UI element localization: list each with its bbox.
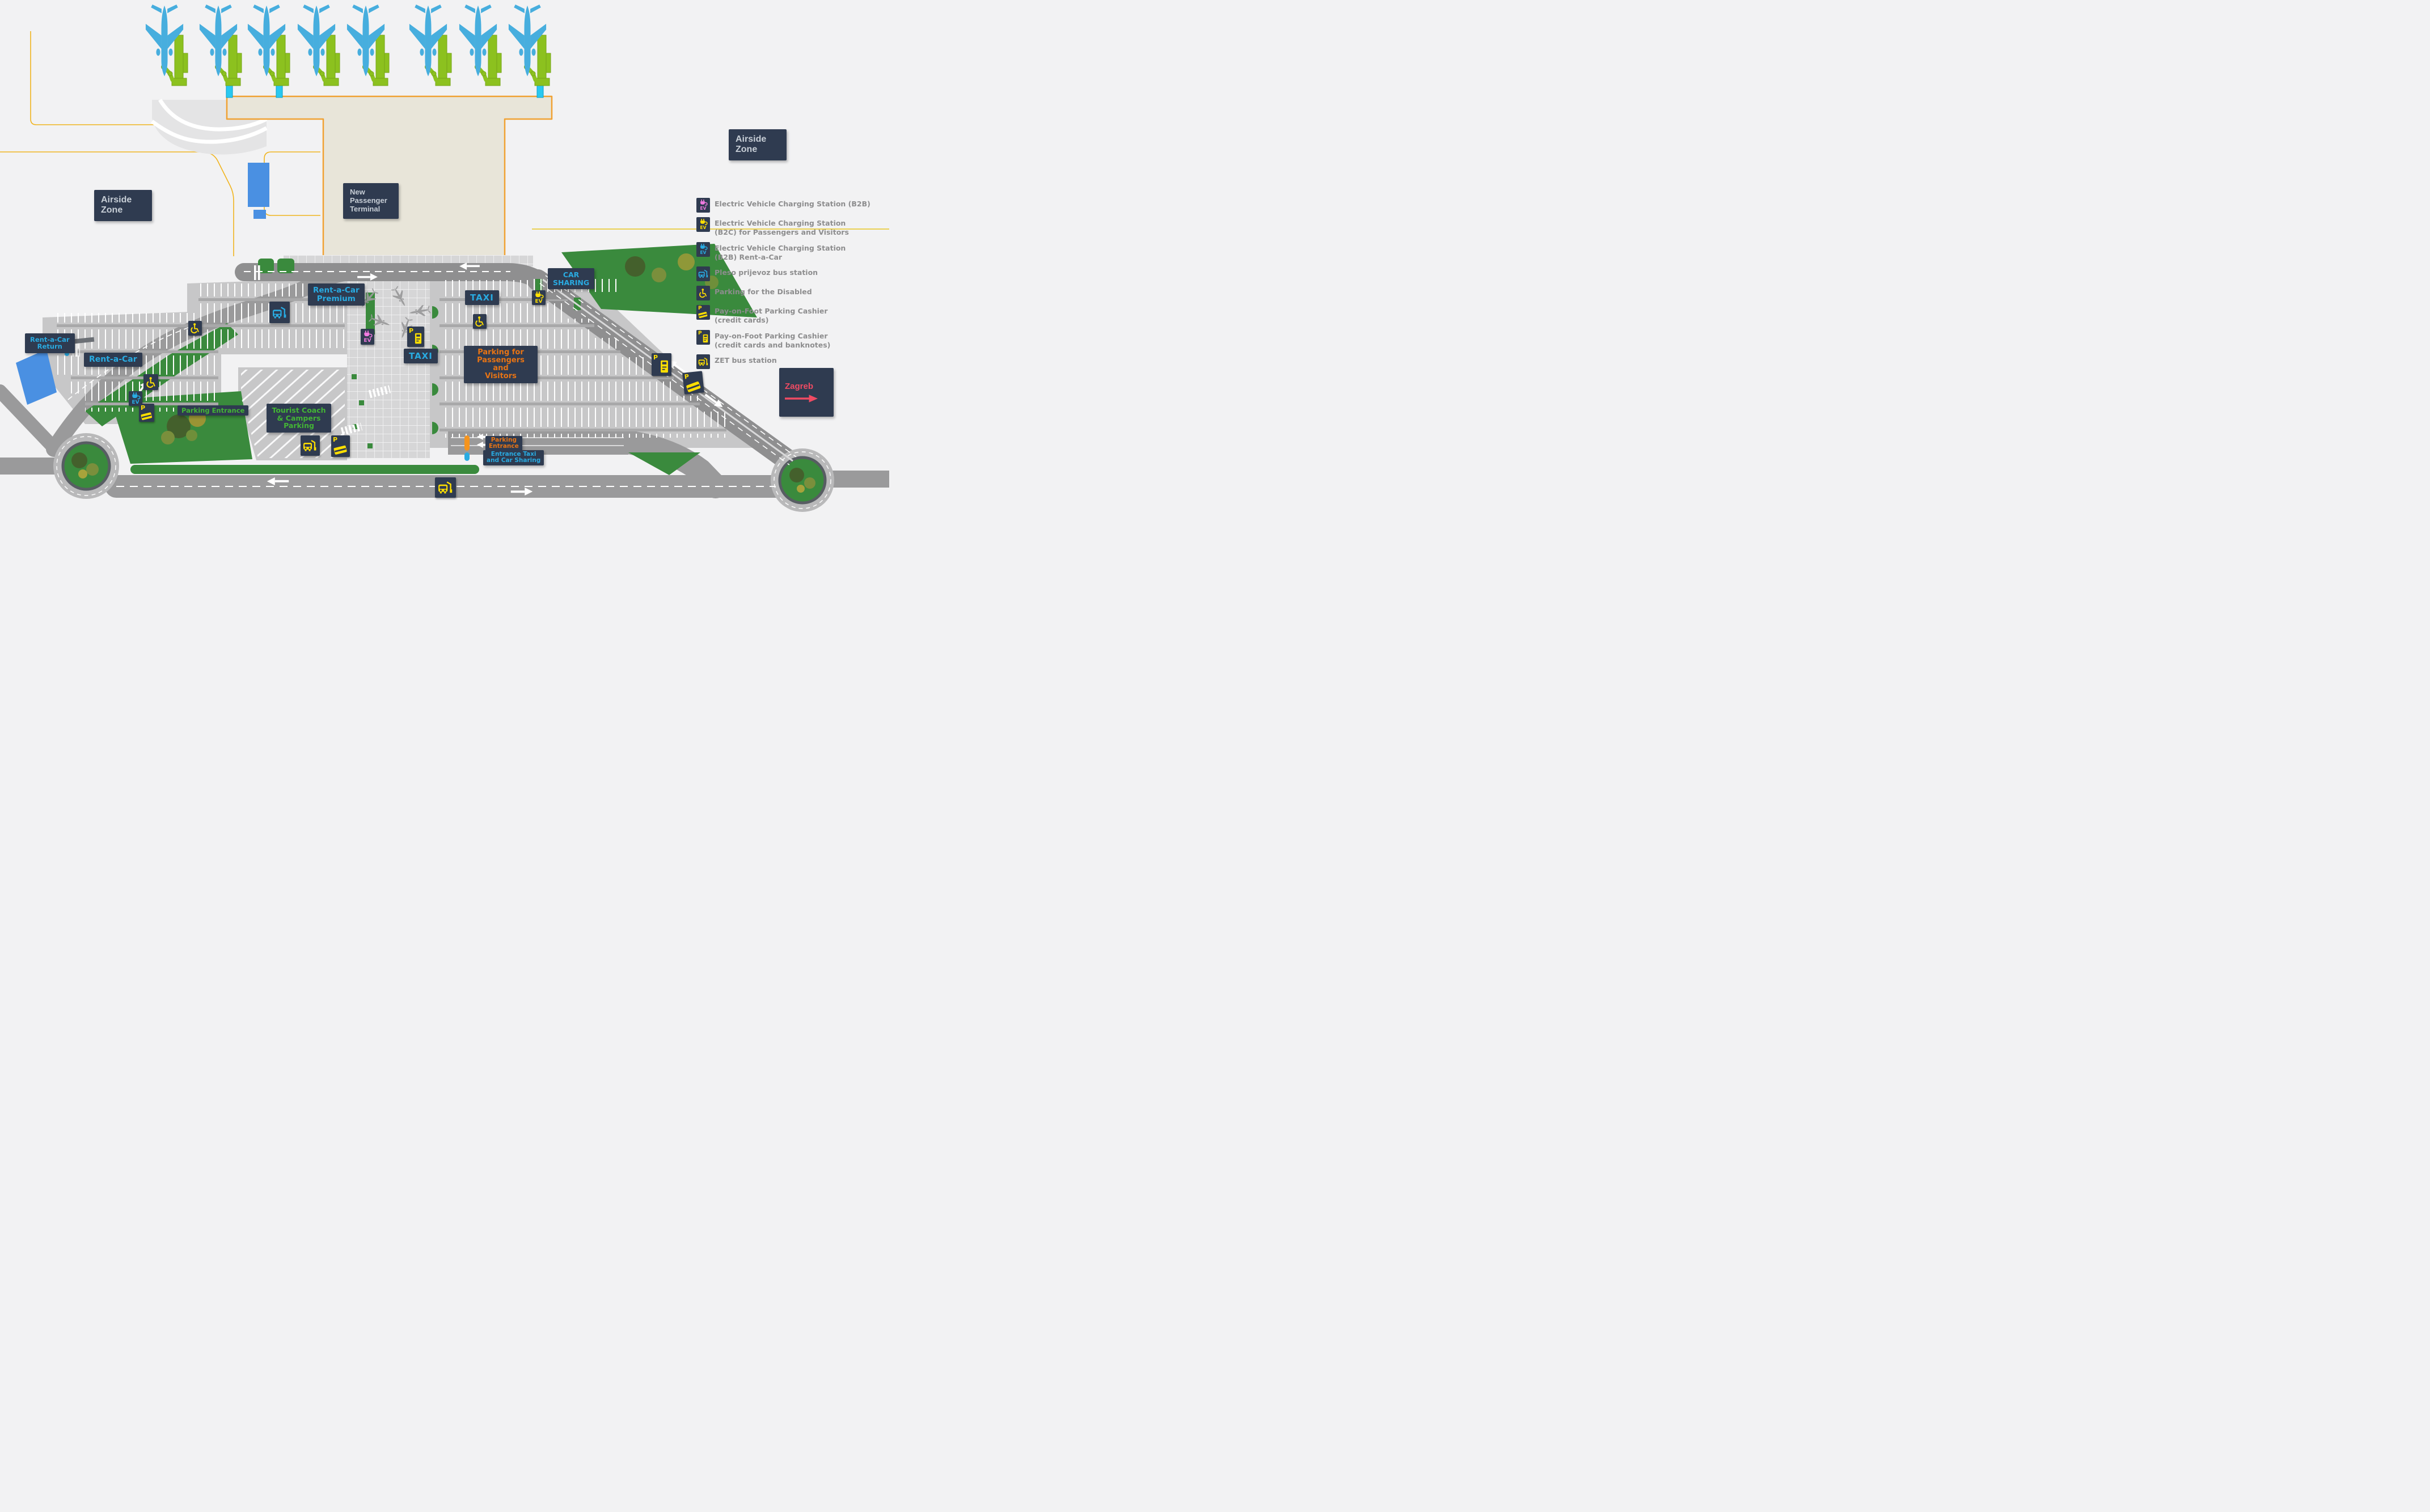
p-machine-icon: P bbox=[696, 329, 710, 345]
parking-passengers-label: Parking for Passengers and Visitors bbox=[464, 346, 538, 384]
legend-row-cashier-banknotes: P Pay-on-Foot Parking Cashier (credit ca… bbox=[696, 329, 872, 350]
tourist-bus-marker bbox=[301, 435, 320, 456]
parking-entrance-label: Parking Entrance bbox=[178, 405, 249, 416]
rentacar-return-building bbox=[16, 349, 57, 405]
zagreb-sign: Zagreb bbox=[779, 368, 834, 417]
p-card-icon bbox=[141, 412, 153, 420]
entrance-gate-barrier bbox=[464, 435, 470, 451]
ev-charging-b2b-marker: EV bbox=[361, 329, 374, 345]
pleso-bus-station-marker bbox=[269, 302, 290, 323]
car-sharing-label: CAR SHARING bbox=[548, 268, 595, 289]
pay-machine-marker-right: P bbox=[652, 353, 671, 376]
wheelchair-icon bbox=[146, 376, 157, 388]
p-card-icon bbox=[333, 444, 348, 455]
disabled-parking-marker-1 bbox=[188, 321, 202, 336]
ev-pink-icon: EV bbox=[696, 198, 710, 213]
taxi-label-upper: TAXI bbox=[465, 290, 499, 306]
legend-row-disabled: Parking for the Disabled bbox=[696, 286, 872, 300]
p-label: P bbox=[653, 354, 658, 361]
zagreb-label: Zagreb bbox=[785, 382, 814, 392]
ev-label: EV bbox=[364, 337, 371, 344]
legend-row-ev-b2c: EV Electric Vehicle Charging Station (B2… bbox=[696, 217, 872, 238]
legend-label: Pleso prijevoz bus station bbox=[715, 268, 818, 277]
disabled-parking-marker-3 bbox=[143, 374, 158, 390]
zet-bus-station-marker bbox=[435, 477, 456, 498]
bus-yellow-icon bbox=[303, 439, 318, 452]
parking-entrance-small-label: Parking Entrance bbox=[485, 436, 522, 451]
ev-pink-icon bbox=[363, 331, 373, 338]
p-machine-icon bbox=[415, 332, 422, 345]
ev-yellow-icon: EV bbox=[696, 217, 710, 232]
p-machine-icon bbox=[660, 359, 669, 374]
ev-yellow-icon bbox=[534, 291, 544, 299]
legend-label: Electric Vehicle Charging Station (B2B) … bbox=[715, 243, 846, 261]
p-label: P bbox=[684, 372, 690, 381]
ev-label: EV bbox=[535, 298, 543, 304]
map-legend: EV Electric Vehicle Charging Station (B2… bbox=[696, 198, 872, 369]
tourist-coach-label: Tourist Coach & Campers Parking bbox=[267, 404, 331, 433]
taxi-label-lower: TAXI bbox=[404, 349, 438, 364]
wheelchair-icon bbox=[696, 286, 710, 300]
legend-row-zet-bus: ZET bus station bbox=[696, 354, 872, 369]
legend-row-cashier-cards: P Pay-on-Foot Parking Cashier (credit ca… bbox=[696, 305, 872, 325]
ev-blue-icon: EV bbox=[696, 242, 710, 257]
pay-machine-marker-center: P bbox=[407, 327, 424, 347]
entrance-taxi-carsharing-label: Entrance Taxi and Car Sharing bbox=[483, 450, 544, 465]
zagreb-arrow-icon bbox=[785, 395, 818, 403]
p-label: P bbox=[409, 327, 414, 334]
bus-yellow-icon bbox=[438, 480, 454, 495]
rentacar-return-label: Rent-a-Car Return bbox=[25, 333, 75, 353]
legend-label: Parking for the Disabled bbox=[715, 287, 812, 296]
legend-row-ev-b2b: EV Electric Vehicle Charging Station (B2… bbox=[696, 198, 872, 213]
legend-label: ZET bus station bbox=[715, 356, 777, 365]
legend-label: Pay-on-Foot Parking Cashier (credit card… bbox=[715, 331, 831, 349]
legend-label: Electric Vehicle Charging Station (B2B) bbox=[715, 200, 870, 208]
legend-row-pleso-bus: Pleso prijevoz bus station bbox=[696, 266, 872, 281]
bus-blue-icon bbox=[696, 266, 710, 281]
wheelchair-icon bbox=[475, 316, 485, 327]
ev-blue-icon bbox=[131, 392, 141, 400]
bus-yellow-icon bbox=[696, 354, 710, 369]
ev-charging-rentacar-marker: EV bbox=[129, 391, 142, 406]
p-label: P bbox=[141, 404, 146, 412]
airside-blue-building bbox=[248, 163, 269, 207]
p-label: P bbox=[333, 436, 338, 443]
airplane-icons bbox=[145, 5, 547, 77]
legend-row-ev-rentacar: EV Electric Vehicle Charging Station (B2… bbox=[696, 242, 872, 262]
legend-label: Electric Vehicle Charging Station (B2C) … bbox=[715, 219, 849, 237]
roundabout-right bbox=[771, 448, 834, 512]
airport-parking-map: Airside Zone Airside Zone New Passenger … bbox=[0, 0, 889, 553]
legend-label: Pay-on-Foot Parking Cashier (credit card… bbox=[715, 307, 828, 325]
terminal-building bbox=[226, 95, 553, 259]
wheelchair-icon bbox=[190, 323, 200, 334]
new-passenger-terminal-label: New Passenger Terminal bbox=[343, 183, 399, 219]
pay-card-marker-left: P bbox=[139, 404, 154, 422]
pay-card-marker-tourist: P bbox=[331, 435, 350, 457]
p-card-icon bbox=[685, 380, 702, 392]
roundabout-left bbox=[53, 433, 119, 499]
ev-charging-b2c-marker: EV bbox=[532, 290, 546, 305]
ev-label: EV bbox=[132, 399, 140, 405]
airside-zone-label-left: Airside Zone bbox=[94, 190, 152, 221]
rentacar-premium-label: Rent-a-Car Premium bbox=[308, 283, 365, 306]
gates bbox=[145, 5, 551, 86]
bus-blue-icon bbox=[272, 306, 288, 320]
rentacar-label: Rent-a-Car bbox=[84, 353, 142, 367]
p-card-icon: P bbox=[696, 305, 710, 320]
terminal-connectors bbox=[226, 83, 544, 98]
airside-zone-label-right: Airside Zone bbox=[729, 129, 787, 160]
pay-card-marker-right: P bbox=[682, 371, 704, 395]
disabled-parking-marker-2 bbox=[473, 314, 487, 329]
entrance-gate-sensor bbox=[464, 452, 470, 461]
